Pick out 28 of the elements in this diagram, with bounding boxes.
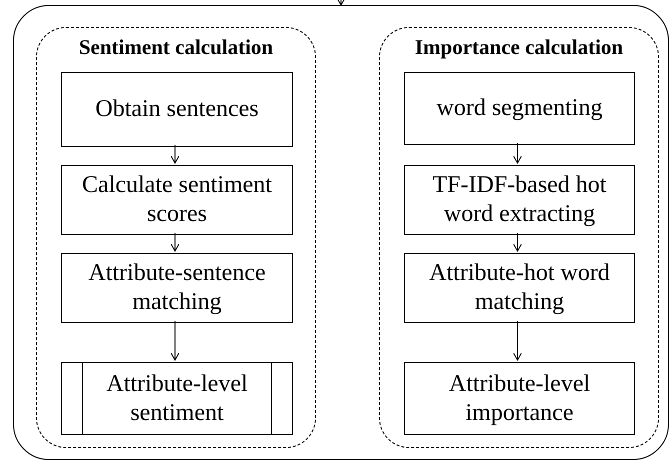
process-box [61,72,293,147]
arrow [336,0,346,6]
box-label: Attribute-level sentiment [105,370,249,428]
arrow [513,232,522,252]
arrow [170,320,180,360]
box-label: Obtain sentences [94,95,260,124]
process-box [61,165,293,235]
arrow [170,232,180,252]
box-label: word segmenting [436,94,604,123]
box-label: Attribute-level importance [448,370,592,428]
outer-rounded-box [13,5,669,460]
group-heading: Sentiment calculation [78,34,274,60]
process-box [404,165,635,235]
dashed-group-box [36,27,316,448]
process-box [61,253,293,323]
process-box [404,72,635,145]
box-label: Calculate sentiment scores [81,171,273,229]
box-label: Attribute-sentence matching [87,259,267,317]
box-label: TF-IDF-based hot word extracting [432,171,608,229]
arrow [170,144,180,164]
arrow [513,320,522,360]
dashed-group-box [379,27,659,448]
arrow [513,142,522,164]
process-box [404,362,635,435]
process-box [404,253,635,323]
box-label: Attribute-hot word matching [428,259,611,317]
group-heading: Importance calculation [414,34,624,60]
predefined-process-box [61,362,293,435]
